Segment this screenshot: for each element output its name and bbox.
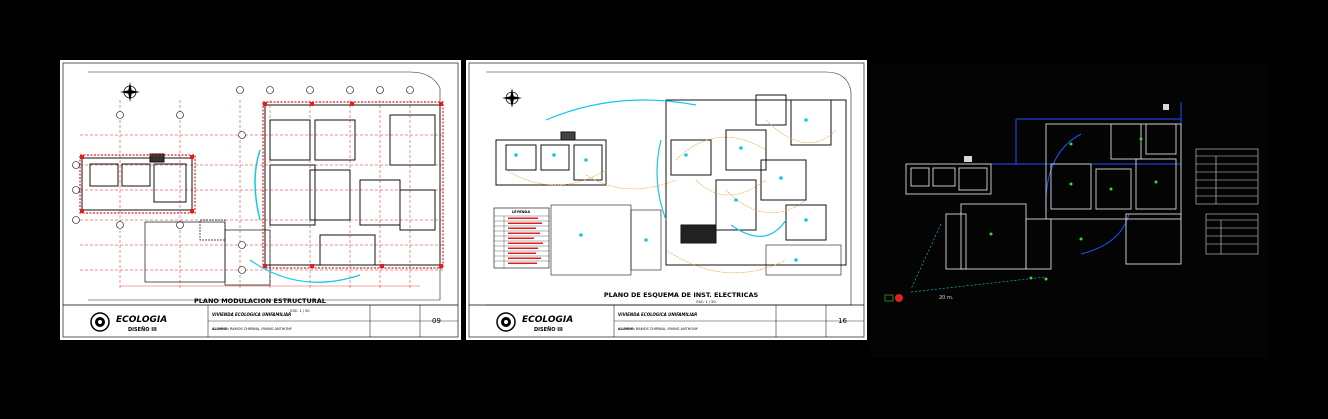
sheet-number: 16	[838, 317, 847, 325]
university-seal-icon	[496, 312, 516, 332]
author-label: ALUMNO:	[618, 327, 635, 331]
north-arrow-icon	[502, 88, 522, 108]
author-name: RAMOS CHIPANA, IRVING ANTHONY	[636, 327, 699, 331]
meter-icon	[884, 294, 903, 302]
north-arrow-icon	[120, 82, 140, 102]
logo-subtext: DISEÑO III	[128, 326, 157, 333]
sheet-scale: ESC: 1 / 50	[696, 300, 715, 304]
author-label: ALUMNO:	[212, 327, 229, 331]
cad-drawing: 20 m.	[884, 102, 1259, 302]
sheet-number: 09	[432, 317, 441, 325]
dimension-label: 20 m.	[939, 295, 954, 301]
logo-subtext: DISEÑO III	[534, 326, 563, 333]
structural-plan-drawing: PLANO MODULACION ESTRUCTURAL ESC: 1 / 50…	[62, 62, 459, 338]
legend-table: LEYENDA	[493, 207, 550, 269]
cad-table-2	[1205, 213, 1259, 255]
electrical-plan-drawing: LEYENDA PLANO DE ESQUEMA DE INST. ELECTR…	[468, 62, 865, 338]
project-name: VIVIENDA ECOLOGICA UNIFAMILIAR	[212, 312, 291, 317]
electrical-plan-sheet: LEYENDA PLANO DE ESQUEMA DE INST. ELECTR…	[466, 60, 867, 340]
cad-modelspace-view[interactable]: 20 m.	[871, 64, 1268, 358]
sheet-title: PLANO DE ESQUEMA DE INST. ELECTRICAS	[604, 291, 759, 299]
project-name: VIVIENDA ECOLOGICA UNIFAMILIAR	[618, 312, 697, 317]
logo-text: ECOLOGIA	[116, 315, 167, 325]
sheet-title: PLANO MODULACION ESTRUCTURAL	[194, 297, 326, 305]
legend-title: LEYENDA	[512, 210, 530, 214]
university-seal-icon	[90, 312, 110, 332]
structural-plan-sheet: PLANO MODULACION ESTRUCTURAL ESC: 1 / 50…	[60, 60, 461, 340]
logo-text: ECOLOGIA	[522, 315, 573, 325]
author-name: RAMOS CHIPANA, IRVING ANTHONY	[230, 327, 293, 331]
sheet-scale: ESC: 1 / 50	[290, 309, 309, 313]
cad-table-1	[1195, 148, 1259, 205]
